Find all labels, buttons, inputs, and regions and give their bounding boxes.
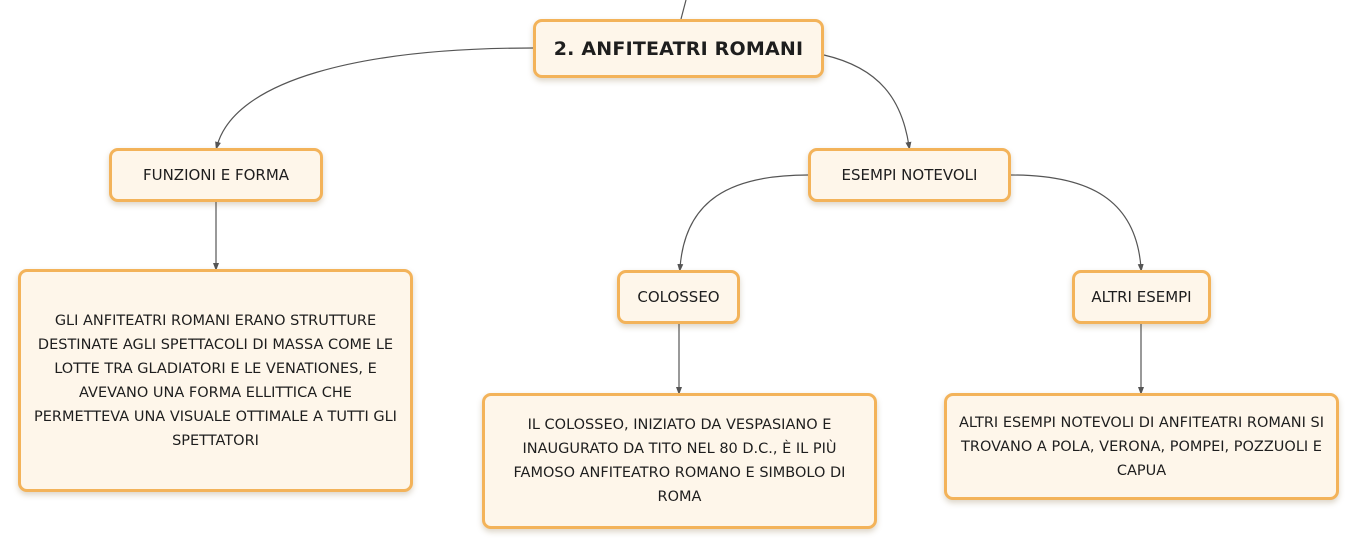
description-text: GLI ANFITEATRI ROMANI ERANO STRUTTURE DE… <box>34 312 397 449</box>
topic-node-colosseo[interactable]: COLOSSEO <box>617 270 740 324</box>
topic-node-label: FUNZIONI E FORMA <box>142 166 290 184</box>
description-node-altri-esempi[interactable]: ALTRI ESEMPI NOTEVOLI DI ANFITEATRI ROMA… <box>944 393 1339 500</box>
connector-incoming-root <box>680 0 687 20</box>
description-node-funzioni[interactable]: GLI ANFITEATRI ROMANI ERANO STRUTTURE DE… <box>18 269 413 492</box>
root-node[interactable]: 2. ANFITEATRI ROMANI <box>533 19 824 78</box>
description-node-colosseo[interactable]: IL COLOSSEO, INIZIATO DA VESPASIANO E IN… <box>482 393 877 529</box>
description-text: IL COLOSSEO, INIZIATO DA VESPASIANO E IN… <box>513 417 846 505</box>
topic-node-label: ESEMPI NOTEVOLI <box>841 166 978 184</box>
connector-esempi-to-altri <box>1010 174 1144 272</box>
root-node-label: 2. ANFITEATRI ROMANI <box>553 37 804 60</box>
connector-esempi-to-colosseo <box>677 174 809 272</box>
connector-root-to-esempi <box>823 54 912 150</box>
connector-root-to-funzioni <box>215 47 534 150</box>
topic-node-label: COLOSSEO <box>637 288 720 306</box>
description-text: ALTRI ESEMPI NOTEVOLI DI ANFITEATRI ROMA… <box>959 414 1324 479</box>
topic-node-label: ALTRI ESEMPI <box>1091 288 1192 306</box>
topic-node-esempi-notevoli[interactable]: ESEMPI NOTEVOLI <box>808 148 1011 202</box>
topic-node-altri-esempi[interactable]: ALTRI ESEMPI <box>1072 270 1211 324</box>
topic-node-funzioni-e-forma[interactable]: FUNZIONI E FORMA <box>109 148 323 202</box>
